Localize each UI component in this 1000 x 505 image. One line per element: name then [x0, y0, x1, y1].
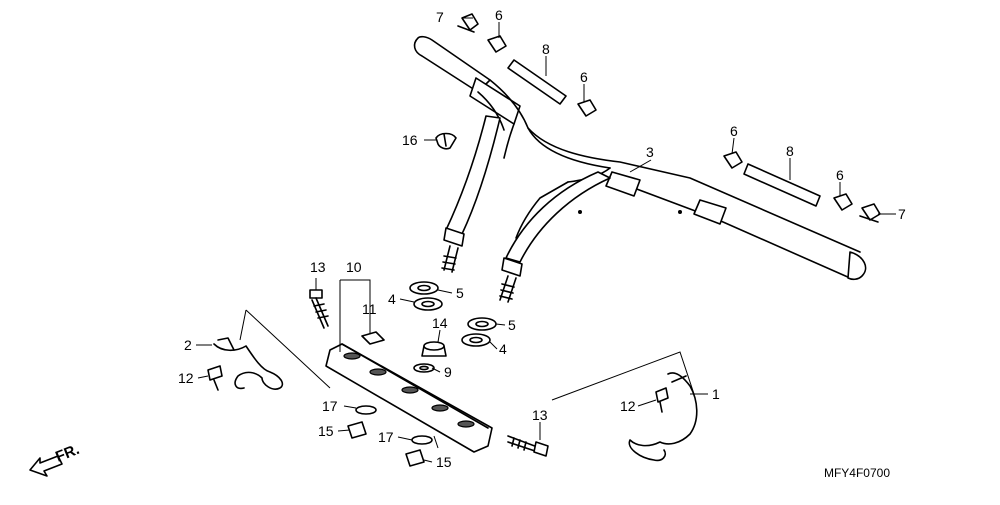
- callout-7-upper: 7: [436, 9, 444, 25]
- handlebar: [413, 35, 867, 303]
- callouts: 7 6 8 6 16 3 6 8 6 7 13 10 11 4 5 14 5 4…: [178, 7, 906, 470]
- callout-15-right: 15: [436, 454, 452, 470]
- callout-5-upper: 5: [456, 285, 464, 301]
- handlebar-holder: [325, 343, 493, 453]
- callout-16: 16: [402, 132, 418, 148]
- callout-6-upper-a: 6: [495, 7, 503, 23]
- callout-2: 2: [184, 337, 192, 353]
- bar-end-right: [723, 151, 881, 223]
- callout-1: 1: [712, 386, 720, 402]
- callout-12-right: 12: [620, 398, 636, 414]
- bushings: [409, 281, 497, 373]
- callout-13-right: 13: [532, 407, 548, 423]
- callout-11: 11: [362, 301, 377, 317]
- callout-6-right-b: 6: [836, 167, 844, 183]
- direction-label: FR.: [53, 441, 82, 466]
- bar-end-upper: [457, 13, 597, 117]
- callout-5-lower: 5: [508, 317, 516, 333]
- front-direction-arrow: FR.: [29, 441, 82, 477]
- callout-8-upper: 8: [542, 41, 550, 57]
- plate-11: [361, 331, 385, 345]
- nuts: [347, 405, 433, 467]
- reference-code: MFY4F0700: [824, 466, 890, 480]
- bolts: [309, 289, 549, 457]
- callout-4-upper: 4: [388, 291, 396, 307]
- callout-10: 10: [346, 259, 362, 275]
- callout-12-left: 12: [178, 370, 194, 386]
- callout-6-upper-b: 6: [580, 69, 588, 85]
- callout-17-left: 17: [322, 398, 338, 414]
- wire-clamp-right: [628, 372, 698, 462]
- callout-15-left: 15: [318, 423, 334, 439]
- callout-7-right: 7: [898, 206, 906, 222]
- wire-clamp-left: [207, 337, 284, 391]
- callout-17-right: 17: [378, 429, 394, 445]
- clip-16: [435, 132, 457, 150]
- callout-9: 9: [444, 364, 452, 380]
- leader-lines: [196, 17, 896, 463]
- callout-14: 14: [432, 315, 448, 331]
- callout-13-left: 13: [310, 259, 326, 275]
- callout-6-right-a: 6: [730, 123, 738, 139]
- callout-3: 3: [646, 144, 654, 160]
- callout-4-lower: 4: [499, 341, 507, 357]
- callout-8-right: 8: [786, 143, 794, 159]
